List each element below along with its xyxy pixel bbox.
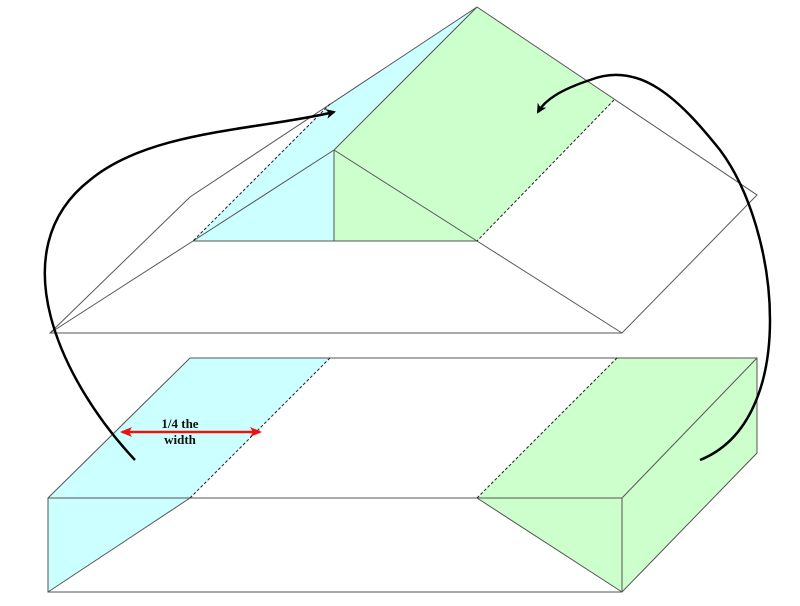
green-side-face bbox=[622, 358, 757, 592]
width-label-line1: 1/4 the bbox=[161, 416, 198, 431]
outer-left-edge bbox=[48, 6, 758, 334]
edge bbox=[49, 240, 194, 334]
fold-line-right bbox=[476, 99, 615, 242]
fold-line-left bbox=[189, 357, 331, 499]
edge bbox=[476, 240, 623, 334]
edge bbox=[192, 149, 335, 242]
green-top-strip bbox=[477, 358, 757, 498]
edge bbox=[476, 497, 623, 593]
right-fold-arrow bbox=[536, 73, 772, 462]
width-label-line2: width bbox=[164, 432, 197, 447]
fold-line-left bbox=[192, 103, 331, 242]
edge bbox=[333, 149, 478, 242]
blue-fold-region bbox=[193, 7, 477, 241]
edge bbox=[47, 497, 191, 593]
edge bbox=[333, 6, 478, 151]
left-fold-arrow bbox=[43, 109, 336, 461]
folded-figure bbox=[48, 6, 758, 334]
green-fold-region bbox=[334, 7, 614, 241]
fold-line-right bbox=[476, 357, 618, 499]
unfolded-box bbox=[47, 357, 758, 593]
